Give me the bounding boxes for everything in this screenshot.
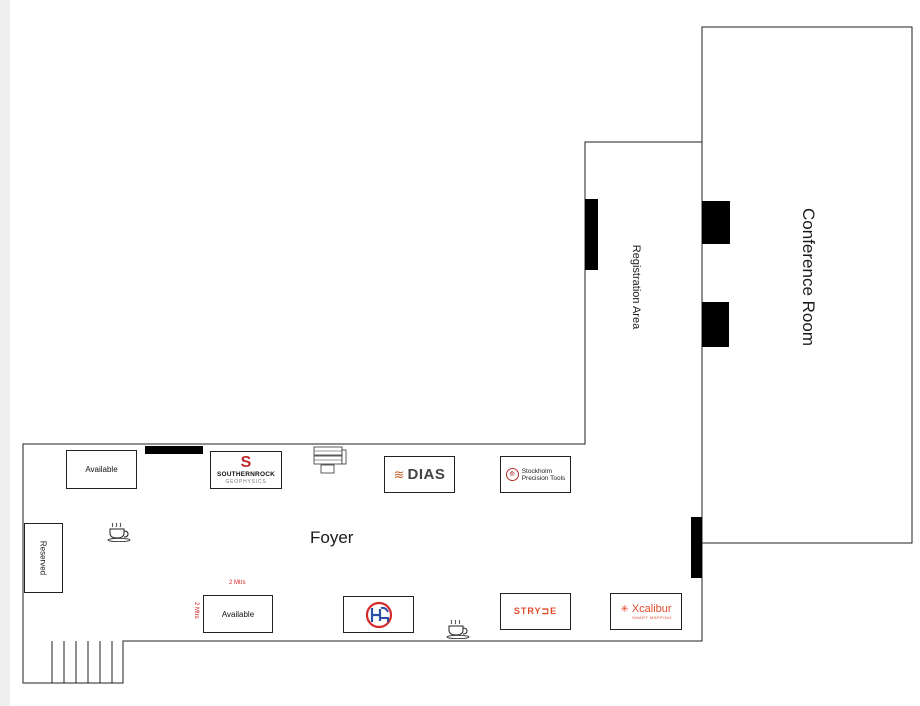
- stockholm-logo-icon: ⟰: [505, 468, 519, 481]
- booth-xcalibur[interactable]: ✳ Xcalibur SMART MAPPING: [610, 593, 682, 630]
- booth-sublabel: GEOPHYSICS: [225, 479, 267, 485]
- door-foyer-right: [691, 517, 702, 578]
- coffee-icon: [107, 522, 131, 542]
- conference-room-outline: [701, 26, 913, 544]
- booth-label: SOUTHERNROCK: [216, 471, 275, 478]
- booth-label: Available: [221, 609, 255, 619]
- left-margin-strip: [0, 0, 10, 706]
- xcalibur-logo-icon: ✳: [620, 603, 629, 615]
- display-equipment-icon: [313, 446, 347, 474]
- booth-available-top[interactable]: Available: [66, 450, 137, 489]
- booth-southernrock[interactable]: S SOUTHERNROCK GEOPHYSICS: [210, 451, 282, 489]
- booth-available-bottom[interactable]: Available: [203, 595, 273, 633]
- coffee-icon: [446, 619, 470, 639]
- conference-room-label: Conference Room: [799, 208, 818, 346]
- dimension-depth: 2 Mtrs: [193, 602, 199, 619]
- booth-label: STRY⊐E: [513, 606, 558, 616]
- booth-stryde[interactable]: STRY⊐E: [500, 593, 571, 630]
- booth-sublabel: SMART MAPPING: [632, 615, 672, 620]
- door-conference-1: [702, 201, 730, 244]
- booth-label: Available: [85, 465, 118, 474]
- door-conference-2: [702, 302, 729, 347]
- registration-area-label: Registration Area: [630, 244, 642, 330]
- reserved-label: Reserved: [38, 540, 48, 576]
- foyer-label: Foyer: [310, 528, 354, 547]
- booth-dias[interactable]: ≋ DIAS: [384, 456, 455, 493]
- booth-hg[interactable]: [343, 596, 414, 633]
- dimension-width: 2 Mtrs: [229, 580, 246, 586]
- booth-label: Stockholm: [521, 467, 553, 475]
- booth-stockholm-precision-tools[interactable]: ⟰ Stockholm Precision Tools: [500, 456, 571, 493]
- booth-label: DIAS: [407, 466, 446, 483]
- hg-logo-icon: [365, 601, 392, 628]
- door-foyer-top: [145, 446, 203, 454]
- dias-logo-icon: ≋: [393, 466, 405, 482]
- booth-reserved[interactable]: [24, 523, 63, 593]
- southernrock-logo-icon: S: [240, 454, 252, 471]
- booth-label: Xcalibur: [631, 603, 672, 615]
- stairs-icon: [51, 641, 113, 683]
- door-registration: [585, 199, 598, 270]
- booth-sublabel: Precision Tools: [521, 474, 566, 482]
